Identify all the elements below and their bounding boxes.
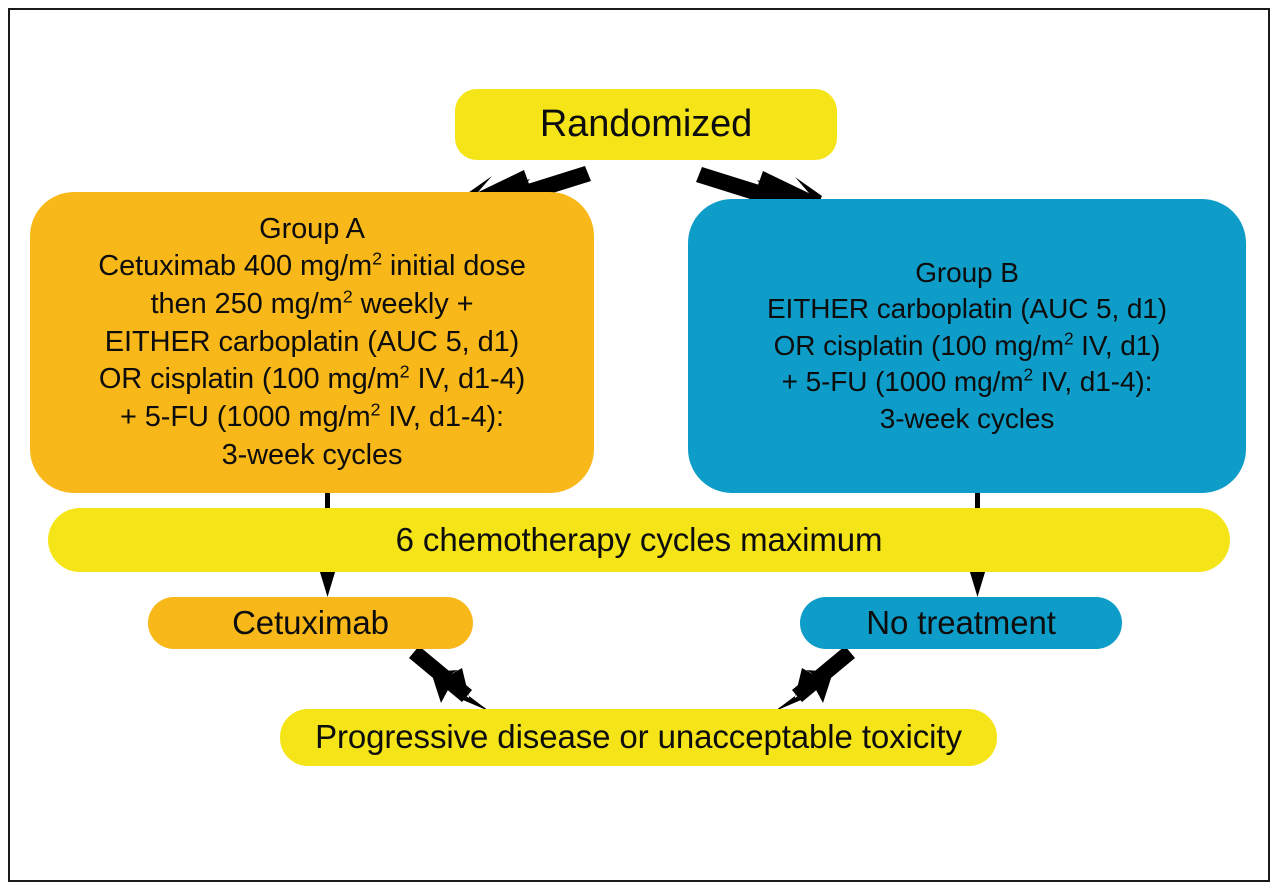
superscript-2: 2 (399, 361, 410, 382)
group-b-line-3: OR cisplatin (100 mg/m2 IV, d1) (773, 328, 1161, 361)
node-outcome-label: Progressive disease or unacceptable toxi… (315, 718, 962, 756)
superscript-2: 2 (370, 399, 381, 420)
node-group-a[interactable]: Group A Cetuximab 400 mg/m2 initial dose… (30, 192, 594, 493)
node-no-treatment[interactable]: No treatment (800, 597, 1122, 649)
node-randomized-label: Randomized (539, 102, 753, 145)
node-outcome[interactable]: Progressive disease or unacceptable toxi… (280, 709, 997, 766)
node-group-a-text: Group A Cetuximab 400 mg/m2 initial dose… (30, 211, 594, 475)
group-a-line-2: Cetuximab 400 mg/m2 initial dose (98, 248, 526, 283)
group-b-line-2: EITHER carboplatin (AUC 5, d1) (766, 293, 1168, 325)
superscript-2: 2 (372, 248, 382, 269)
node-group-b-text: Group B EITHER carboplatin (AUC 5, d1) O… (688, 255, 1246, 437)
node-no-treatment-label: No treatment (866, 603, 1056, 641)
group-b-line-1: Group B (915, 257, 1019, 289)
group-a-line-3: then 250 mg/m2 weekly + (150, 286, 474, 320)
group-a-line-7: 3-week cycles (221, 438, 403, 471)
edge-no-treatment-to-outcome (771, 646, 855, 714)
group-a-line-1: Group A (259, 212, 365, 245)
group-a-line-4: EITHER carboplatin (AUC 5, d1) (104, 325, 520, 358)
group-b-line-4: + 5-FU (1000 mg/m2 IV, d1-4): (781, 364, 1153, 398)
node-chemotherapy-cycles-banner[interactable]: 6 chemotherapy cycles maximum (48, 508, 1230, 572)
node-group-b[interactable]: Group B EITHER carboplatin (AUC 5, d1) O… (688, 199, 1246, 493)
superscript-2: 2 (1063, 328, 1074, 349)
banner-label: 6 chemotherapy cycles maximum (395, 520, 883, 558)
superscript-2: 2 (1023, 364, 1034, 385)
node-cetuximab-label: Cetuximab (232, 603, 389, 641)
node-cetuximab-maintenance[interactable]: Cetuximab (148, 597, 473, 649)
node-randomized[interactable]: Randomized (455, 89, 837, 160)
edge-cetuximab-to-outcome (409, 646, 493, 714)
superscript-2: 2 (342, 286, 353, 307)
group-b-line-5: 3-week cycles (879, 402, 1055, 434)
group-a-line-6: + 5-FU (1000 mg/m2 IV, d1-4): (119, 399, 504, 434)
group-a-line-5: OR cisplatin (100 mg/m2 IV, d1-4) (98, 361, 526, 396)
